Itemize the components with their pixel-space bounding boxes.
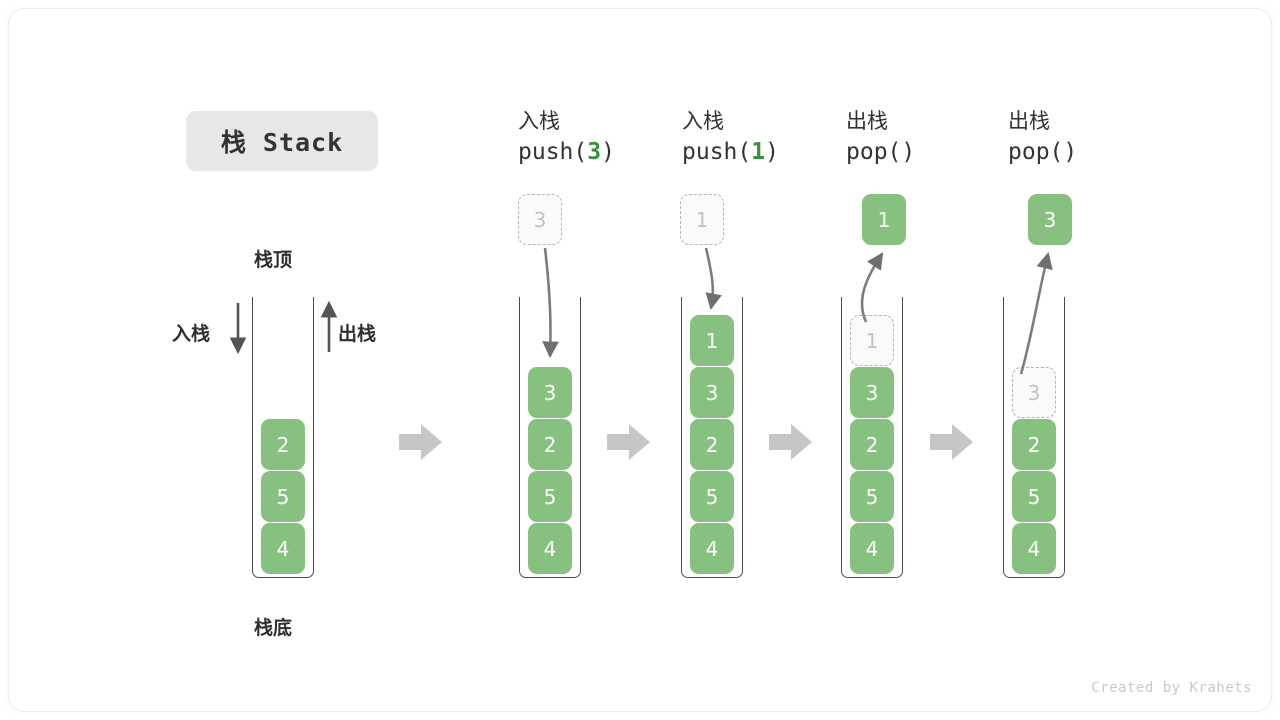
stage-header-push-1: 入栈 push(1) [682, 106, 862, 168]
stack-element: 3 [850, 367, 894, 418]
code-argument: 1 [751, 139, 766, 165]
floating-box-value: 3 [533, 207, 547, 232]
stack-element: 5 [850, 471, 894, 522]
stack-container-initial: 4 5 2 [252, 297, 314, 578]
stack-element-removed: 1 [850, 315, 894, 366]
stack-container-push-3: 4 5 2 3 [519, 297, 581, 578]
stack-container-pop-1: 4 5 2 3 1 [841, 297, 903, 578]
stack-element: 5 [690, 471, 734, 522]
floating-box-pop-1: 1 [862, 194, 906, 245]
stack-slots: 4 5 2 3 [520, 367, 580, 574]
stack-slots: 4 5 2 3 [1004, 367, 1064, 574]
stack-element: 2 [850, 419, 894, 470]
label-pop: 出栈 [338, 323, 377, 345]
stack-element: 4 [261, 523, 305, 574]
floating-box-push-3: 3 [518, 194, 562, 245]
stage-header-cn: 出栈 [846, 109, 888, 133]
stage-header-code: push(3) [518, 139, 615, 165]
stack-element: 5 [1012, 471, 1056, 522]
floating-box-value: 1 [695, 207, 709, 232]
label-stack-bottom: 栈底 [254, 617, 293, 639]
label-push: 入栈 [172, 323, 211, 345]
stage-header-cn: 入栈 [682, 109, 724, 133]
diagram-title-badge: 栈 Stack [186, 111, 378, 171]
floating-box-pop-3: 3 [1028, 194, 1072, 245]
floating-box-value: 1 [877, 207, 891, 232]
stack-container-push-1: 4 5 2 3 1 [681, 297, 743, 578]
stage-header-code: pop() [1008, 139, 1078, 165]
stack-element: 4 [528, 523, 572, 574]
stage-header-code: push(1) [682, 139, 779, 165]
stack-element: 1 [690, 315, 734, 366]
stack-element: 5 [261, 471, 305, 522]
stage-header-code: pop() [846, 139, 916, 165]
stage-header-push-3: 入栈 push(3) [518, 106, 698, 168]
floating-box-value: 3 [1043, 207, 1057, 232]
footer-credit: Created by Krahets [1091, 680, 1252, 696]
stack-slots: 4 5 2 [253, 419, 313, 574]
code-argument: 3 [587, 139, 602, 165]
stack-container-pop-3: 4 5 2 3 [1003, 297, 1065, 578]
stage-header-pop-1: 出栈 pop() [846, 106, 1026, 168]
floating-box-push-1: 1 [680, 194, 724, 245]
stack-element: 2 [690, 419, 734, 470]
stack-element: 4 [850, 523, 894, 574]
stage-header-pop-3: 出栈 pop() [1008, 106, 1188, 168]
stack-element: 2 [528, 419, 572, 470]
stack-element: 3 [690, 367, 734, 418]
stack-element: 3 [528, 367, 572, 418]
label-stack-top: 栈顶 [254, 249, 293, 271]
stack-element: 2 [1012, 419, 1056, 470]
stack-element: 5 [528, 471, 572, 522]
stack-slots: 4 5 2 3 1 [682, 315, 742, 574]
stack-element: 2 [261, 419, 305, 470]
stage-header-cn: 出栈 [1008, 109, 1050, 133]
stage-header-cn: 入栈 [518, 109, 560, 133]
stack-slots: 4 5 2 3 1 [842, 315, 902, 574]
diagram-title: 栈 Stack [220, 128, 344, 157]
stack-element-removed: 3 [1012, 367, 1056, 418]
stack-element: 4 [690, 523, 734, 574]
stack-element: 4 [1012, 523, 1056, 574]
